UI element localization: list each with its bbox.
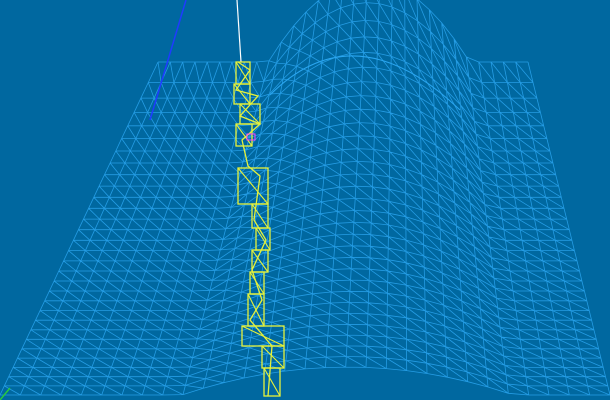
pivot-marker — [246, 133, 256, 141]
overlay-cell-diagonal-4 — [235, 123, 253, 147]
pivot-marker-box — [246, 133, 256, 141]
overlay-cell-diagonal-7 — [255, 227, 271, 251]
axis-y-line — [149, 0, 187, 121]
overlay-cell-diagonal-8 — [251, 249, 269, 273]
axis-z-line — [0, 387, 11, 400]
overlay-cell-diagonal-2 — [233, 83, 251, 105]
overlay-cell-diagonal-6 — [251, 203, 269, 229]
overlay-spine — [234, 61, 273, 397]
overlay-cell-diagonal-13 — [263, 367, 281, 397]
overlay-cell-diagonal-3 — [239, 103, 261, 125]
axes-gizmo — [0, 0, 242, 400]
overlay-cell-13 — [263, 367, 281, 397]
overlay-cell-diagonal-12 — [261, 345, 285, 369]
overlay-cell-diagonal-5 — [237, 167, 269, 205]
dome-outline — [269, 55, 461, 111]
overlay-cell-diagonal-1 — [235, 61, 251, 85]
axis-w-line — [236, 0, 242, 63]
selection-overlay-strip[interactable] — [233, 61, 285, 397]
